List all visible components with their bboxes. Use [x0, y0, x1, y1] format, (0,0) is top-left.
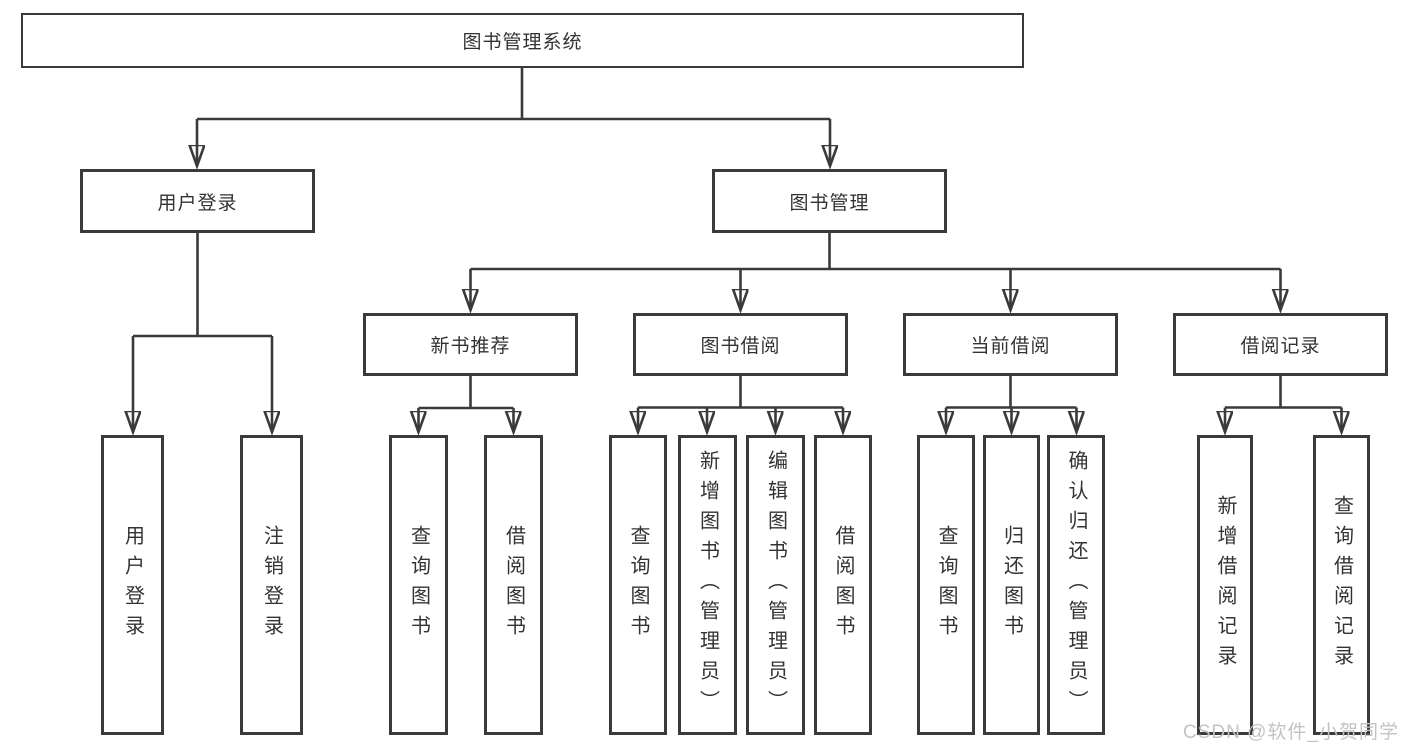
- node-new-book-recommend: 新书推荐: [363, 313, 578, 376]
- leaf-label: 新增借阅记录: [1214, 495, 1236, 675]
- leaf-borrow-query: 查询图书: [609, 435, 667, 735]
- leaf-label: 借阅图书: [502, 525, 525, 645]
- leaf-label: 归还图书: [1000, 525, 1023, 645]
- leaf-label: 查询图书: [407, 525, 430, 645]
- node-root: 图书管理系统: [21, 13, 1024, 68]
- watermark: CSDN @软件_小贺同学: [1183, 722, 1399, 743]
- leaf-borrow-book: 借阅图书: [814, 435, 872, 735]
- leaf-current-return: 归还图书: [983, 435, 1040, 735]
- leaf-label: 用户登录: [121, 525, 144, 645]
- leaf-label: 编辑图书（管理员）: [764, 450, 787, 720]
- node-borrow-record: 借阅记录: [1173, 313, 1388, 376]
- leaf-logout: 注销登录: [240, 435, 303, 735]
- node-book-borrow: 图书借阅: [633, 313, 848, 376]
- leaf-label: 注销登录: [260, 525, 283, 645]
- leaf-borrow-add-admin: 新增图书（管理员）: [678, 435, 737, 735]
- leaf-newbook-query: 查询图书: [389, 435, 448, 735]
- leaf-user-login: 用户登录: [101, 435, 164, 735]
- leaf-current-confirm-admin: 确认归还（管理员）: [1047, 435, 1105, 735]
- leaf-label: 查询图书: [627, 525, 649, 645]
- leaf-newbook-borrow: 借阅图书: [484, 435, 543, 735]
- leaf-label: 查询借阅记录: [1330, 495, 1353, 675]
- node-book-management: 图书管理: [712, 169, 947, 233]
- leaf-record-query: 查询借阅记录: [1313, 435, 1370, 735]
- leaf-record-add: 新增借阅记录: [1197, 435, 1253, 735]
- leaf-current-query: 查询图书: [917, 435, 975, 735]
- leaf-label: 新增图书（管理员）: [696, 450, 719, 720]
- node-user-login: 用户登录: [80, 169, 315, 233]
- leaf-label: 确认归还（管理员）: [1065, 450, 1087, 720]
- leaf-label: 借阅图书: [832, 525, 854, 645]
- node-current-borrow: 当前借阅: [903, 313, 1118, 376]
- leaf-borrow-edit-admin: 编辑图书（管理员）: [746, 435, 805, 735]
- leaf-label: 查询图书: [935, 525, 957, 645]
